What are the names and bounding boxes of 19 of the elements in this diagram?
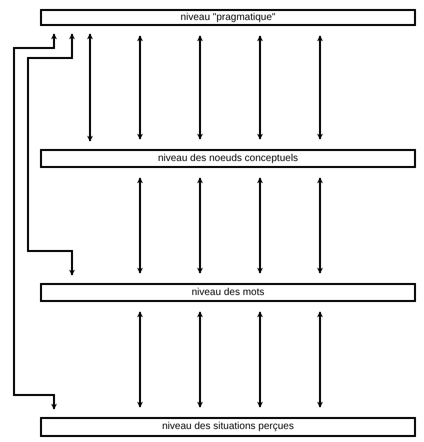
double-arrow xyxy=(257,177,263,274)
double-arrow xyxy=(137,35,143,140)
double-arrow xyxy=(137,177,143,274)
double-arrow xyxy=(317,35,323,140)
double-arrow xyxy=(197,35,203,140)
level-box xyxy=(40,283,416,302)
double-arrow xyxy=(137,311,143,408)
level-box xyxy=(40,149,416,168)
level-box xyxy=(40,417,416,437)
double-arrow xyxy=(257,311,263,408)
double-arrow xyxy=(27,33,75,276)
double-arrow xyxy=(317,177,323,274)
double-arrow xyxy=(317,311,323,408)
double-arrow xyxy=(13,33,57,410)
double-arrow xyxy=(87,33,93,142)
double-arrow xyxy=(257,35,263,140)
double-arrow xyxy=(197,177,203,274)
level-box xyxy=(40,9,416,26)
double-arrow xyxy=(197,311,203,408)
